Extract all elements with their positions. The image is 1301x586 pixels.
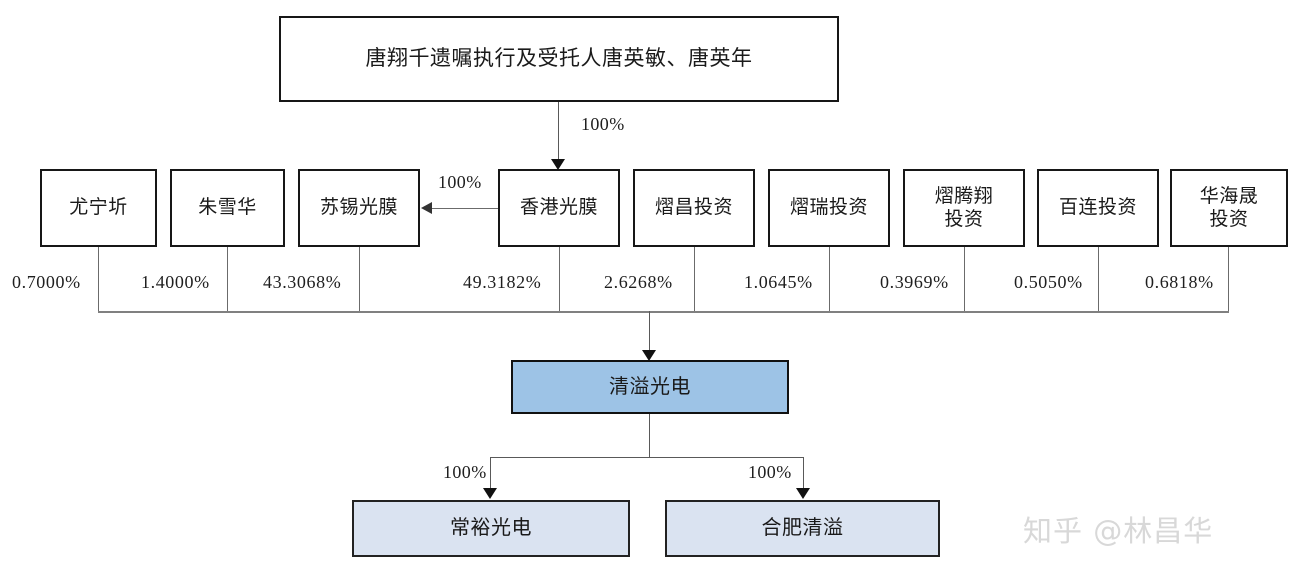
node-company-qingyi-optoelectronics: 清溢光电 xyxy=(511,360,789,414)
node-shareholder-yichang-investment: 熠昌投资 xyxy=(633,169,755,247)
drop-line-shareholder-1 xyxy=(98,247,99,311)
drop-line-shareholder-4 xyxy=(559,247,560,311)
node-shareholder-huahaisheng-investment: 华海晟 投资 xyxy=(1170,169,1288,247)
drop-line-shareholder-3 xyxy=(359,247,360,311)
node-label: 熠瑞投资 xyxy=(789,197,868,219)
drop-line-shareholder-9 xyxy=(1228,247,1229,311)
pct-label-shareholder-9: 0.6818% xyxy=(1145,272,1214,292)
edge-label-root-to-hk: 100% xyxy=(581,114,625,134)
node-subsidiary-hefei-qingyi: 合肥清溢 xyxy=(665,500,940,557)
watermark-text: 知乎 @林昌华 xyxy=(1023,514,1214,548)
node-label: 百连投资 xyxy=(1058,197,1137,219)
node-subsidiary-changyu-optoelectronics: 常裕光电 xyxy=(352,500,630,557)
node-shareholder-hongkong-guangmo: 香港光膜 xyxy=(498,169,620,247)
drop-line-shareholder-5 xyxy=(694,247,695,311)
node-label: 朱雪华 xyxy=(198,197,257,219)
connector-root-to-hk xyxy=(558,102,559,162)
pct-label-shareholder-4: 49.3182% xyxy=(463,272,542,292)
node-shareholder-youningqi: 尤宁圻 xyxy=(40,169,157,247)
node-label: 华海晟 投资 xyxy=(1199,185,1259,230)
edge-label-to-hefei: 100% xyxy=(748,462,792,482)
connector-to-changyu xyxy=(490,457,491,490)
arrow-to-changyu-icon xyxy=(483,488,497,499)
drop-line-shareholder-2 xyxy=(227,247,228,311)
node-shareholder-yirui-investment: 熠瑞投资 xyxy=(768,169,890,247)
node-shareholder-suxi-guangmo: 苏锡光膜 xyxy=(298,169,420,247)
node-label: 熠昌投资 xyxy=(654,197,733,219)
arrow-hk-to-suxi-icon xyxy=(421,202,432,214)
node-label: 唐翔千遗嘱执行及受托人唐英敏、唐英年 xyxy=(365,46,753,71)
connector-subsidiary-bus xyxy=(490,457,804,458)
pct-label-shareholder-7: 0.3969% xyxy=(880,272,949,292)
node-label: 尤宁圻 xyxy=(69,197,128,219)
node-label: 清溢光电 xyxy=(609,375,691,398)
drop-line-shareholder-7 xyxy=(964,247,965,311)
pct-label-shareholder-8: 0.5050% xyxy=(1014,272,1083,292)
edge-label-hk-to-suxi: 100% xyxy=(438,172,482,192)
drop-line-shareholder-6 xyxy=(829,247,830,311)
node-trustee-root: 唐翔千遗嘱执行及受托人唐英敏、唐英年 xyxy=(279,16,839,102)
connector-hk-to-suxi xyxy=(432,208,498,209)
node-label: 合肥清溢 xyxy=(761,517,844,540)
arrow-bus-to-company-icon xyxy=(642,350,656,361)
pct-label-shareholder-1: 0.7000% xyxy=(12,272,81,292)
pct-label-shareholder-6: 1.0645% xyxy=(744,272,813,292)
connector-to-hefei xyxy=(803,457,804,490)
node-label: 苏锡光膜 xyxy=(319,197,398,219)
node-shareholder-zhuxuehua: 朱雪华 xyxy=(170,169,285,247)
connector-shareholder-bus xyxy=(98,311,1229,313)
arrow-to-hefei-icon xyxy=(796,488,810,499)
pct-label-shareholder-2: 1.4000% xyxy=(141,272,210,292)
drop-line-shareholder-8 xyxy=(1098,247,1099,311)
node-label: 常裕光电 xyxy=(450,517,532,540)
node-shareholder-bailian-investment: 百连投资 xyxy=(1037,169,1159,247)
pct-label-shareholder-3: 43.3068% xyxy=(263,272,342,292)
edge-label-to-changyu: 100% xyxy=(443,462,487,482)
node-shareholder-yitengxiang-investment: 熠腾翔 投资 xyxy=(903,169,1025,247)
connector-company-down xyxy=(649,414,650,458)
connector-bus-to-company xyxy=(649,311,650,353)
arrow-root-to-hk-icon xyxy=(551,159,565,170)
node-label: 香港光膜 xyxy=(519,197,598,219)
pct-label-shareholder-5: 2.6268% xyxy=(604,272,673,292)
node-label: 熠腾翔 投资 xyxy=(934,185,994,230)
